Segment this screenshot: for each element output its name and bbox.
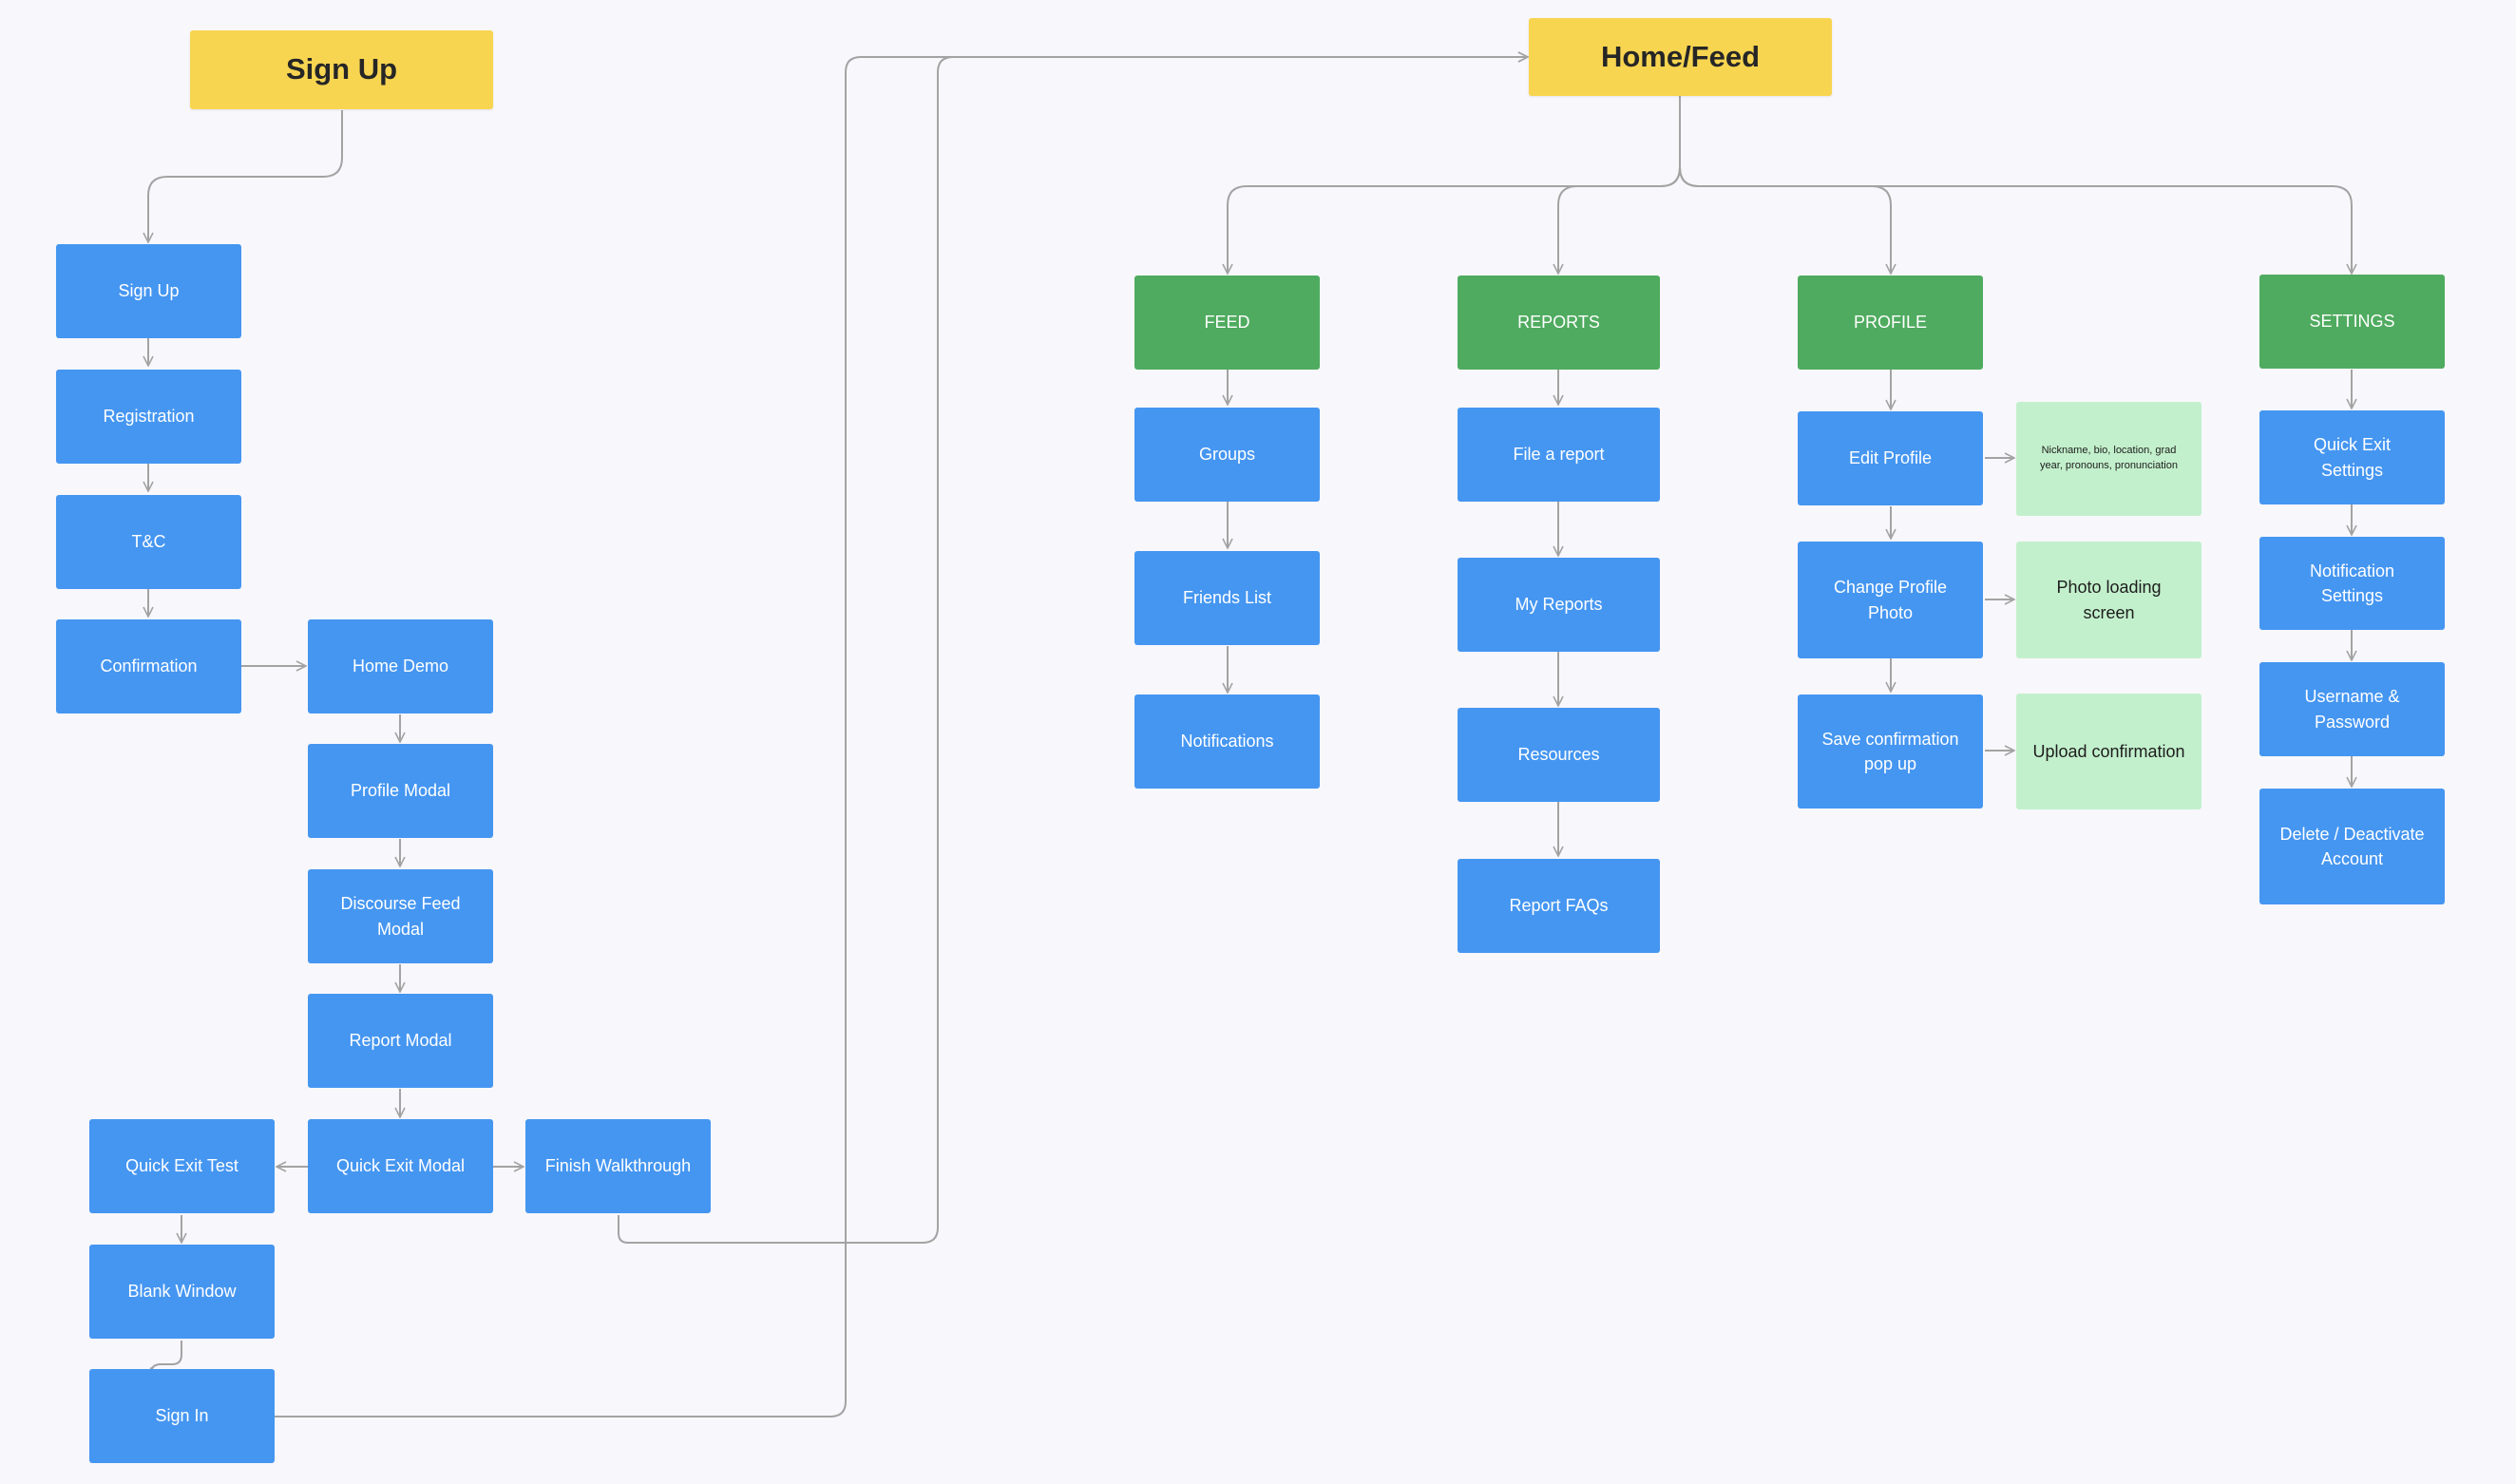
edit-profile-node: Edit Profile — [1798, 411, 1983, 505]
section-profile: PROFILE — [1798, 276, 1983, 370]
header-sign-up: Sign Up — [190, 30, 493, 109]
quick-exit-modal-node: Quick Exit Modal — [308, 1119, 493, 1213]
connector — [618, 57, 1528, 1244]
profile-modal-node: Profile Modal — [308, 744, 493, 838]
resources-node: Resources — [1458, 708, 1660, 802]
section-reports: REPORTS — [1458, 276, 1660, 370]
report-modal-node: Report Modal — [308, 994, 493, 1088]
save-confirmation-node: Save confirmation pop up — [1798, 694, 1983, 809]
upload-confirmation-note: Upload confirmation — [2016, 694, 2202, 809]
section-settings: SETTINGS — [2259, 275, 2445, 369]
home-demo-node: Home Demo — [308, 619, 493, 713]
username-password-node: Username & Password — [2259, 662, 2445, 756]
edit-profile-note: Nickname, bio, location, grad year, pron… — [2016, 402, 2202, 516]
tc-node: T&C — [56, 495, 241, 589]
connector — [275, 57, 1528, 1417]
registration-node: Registration — [56, 370, 241, 464]
quick-exit-settings-node: Quick Exit Settings — [2259, 410, 2445, 504]
report-faqs-node: Report FAQs — [1458, 859, 1660, 953]
file-a-report-node: File a report — [1458, 408, 1660, 502]
friends-list-node: Friends List — [1134, 551, 1320, 645]
sign-up-node: Sign Up — [56, 244, 241, 338]
groups-node: Groups — [1134, 408, 1320, 502]
sign-in-node: Sign In — [89, 1369, 275, 1463]
connector — [1228, 96, 1681, 274]
photo-loading-note: Photo loading screen — [2016, 542, 2202, 658]
connector — [1679, 96, 1891, 274]
finish-walkthrough-node: Finish Walkthrough — [525, 1119, 711, 1213]
notifications-node: Notifications — [1134, 694, 1320, 789]
change-profile-photo-node: Change Profile Photo — [1798, 542, 1983, 658]
connector — [148, 110, 343, 242]
my-reports-node: My Reports — [1458, 558, 1660, 652]
header-home-feed: Home/Feed — [1529, 18, 1832, 96]
delete-deactivate-node: Delete / Deactivate Account — [2259, 789, 2445, 904]
section-feed: FEED — [1134, 276, 1320, 370]
notification-settings-node: Notification Settings — [2259, 537, 2445, 630]
quick-exit-test-node: Quick Exit Test — [89, 1119, 275, 1213]
connector — [1679, 96, 2352, 274]
blank-window-node: Blank Window — [89, 1245, 275, 1339]
discourse-feed-modal-node: Discourse Feed Modal — [308, 869, 493, 963]
confirmation-node: Confirmation — [56, 619, 241, 713]
connector — [1558, 96, 1681, 274]
